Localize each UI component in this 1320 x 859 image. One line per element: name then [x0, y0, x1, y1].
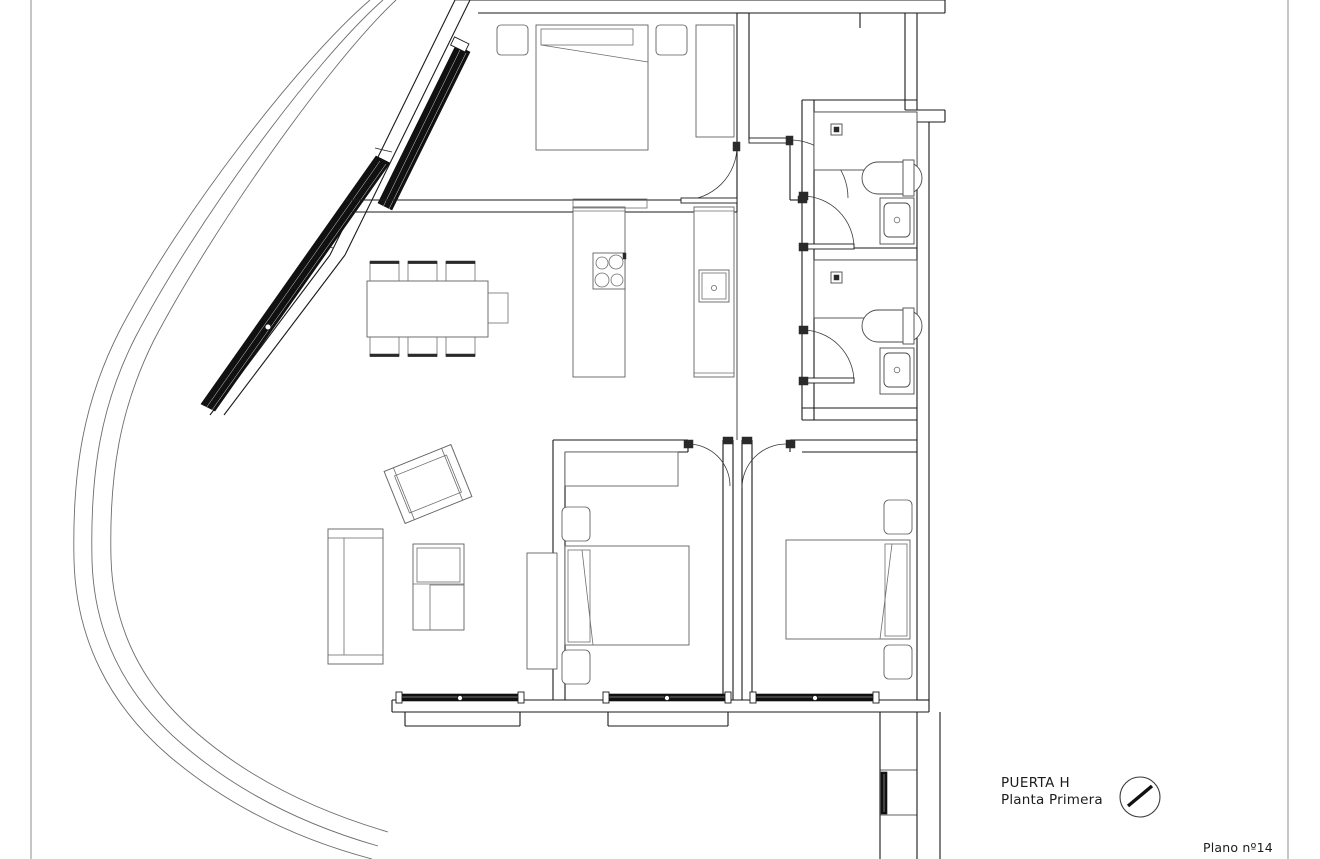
east-projection: [879, 711, 941, 859]
nightstand-b3-top: [883, 499, 913, 535]
nightstand-b2-bottom: [561, 649, 591, 685]
dining-chairs-top: [369, 260, 476, 282]
toilet-1: [861, 159, 923, 197]
sink: [698, 269, 730, 303]
island-counter: [572, 206, 626, 378]
cooktop-4-burner: [592, 252, 627, 290]
bedroom-3-furniture: [785, 499, 913, 680]
living-room-furniture: [327, 443, 473, 665]
south-window-living: [395, 691, 525, 704]
wardrobe-bedroom-2: [564, 451, 679, 487]
bathroom-1-fixtures: [813, 111, 923, 245]
master-bedroom-furniture: [496, 24, 735, 151]
bed-bedroom-2: [564, 545, 690, 646]
dining-table: [366, 280, 489, 338]
washbasin-2: [879, 347, 915, 395]
door-bathroom-2: [798, 325, 855, 386]
bedroom-2-furniture: [526, 451, 690, 685]
nightstand-b3-bottom: [883, 644, 913, 680]
south-window-bedroom-3: [749, 691, 880, 704]
plan-number-label: Plano nº14: [1203, 840, 1273, 855]
door-master-bedroom: [680, 141, 741, 204]
south-window-bedroom-2: [602, 691, 732, 704]
door-bedroom-2: [683, 439, 731, 487]
bathroom-2-fixtures: [813, 259, 923, 395]
toilet-2: [861, 307, 923, 345]
terrace-outline: [73, 0, 397, 859]
floor-label: Planta Primera: [1001, 792, 1103, 809]
diagonal-glazing-upper: [377, 36, 471, 211]
dining-set: [366, 260, 509, 357]
bed-bedroom-3: [785, 539, 911, 640]
east-window: [880, 771, 888, 815]
plan-label-block: PUERTA H Planta Primera: [1001, 775, 1103, 810]
sofa: [327, 528, 384, 665]
desk-bedroom-2: [526, 552, 558, 670]
diagonal-glazing-lower: [200, 155, 391, 412]
north-arrow: [1119, 776, 1161, 818]
door-bathroom-1: [798, 191, 855, 252]
armchair-coffee-table: [412, 543, 465, 631]
nightstand-left: [496, 24, 529, 56]
sheet-frame: [30, 0, 1289, 859]
nightstand-right: [655, 24, 688, 56]
kitchen-furniture: [572, 198, 735, 378]
shower-tray-1: [813, 111, 918, 171]
shower-tray-2: [813, 259, 918, 319]
door-label: PUERTA H: [1001, 775, 1071, 791]
armchair-rotated: [383, 443, 473, 525]
nightstand-b2-top: [561, 506, 591, 542]
wardrobe: [695, 24, 735, 138]
double-bed: [535, 24, 649, 151]
washbasin-1: [879, 197, 915, 245]
door-bedroom-3: [722, 436, 796, 489]
dining-chairs-bottom: [369, 336, 476, 357]
